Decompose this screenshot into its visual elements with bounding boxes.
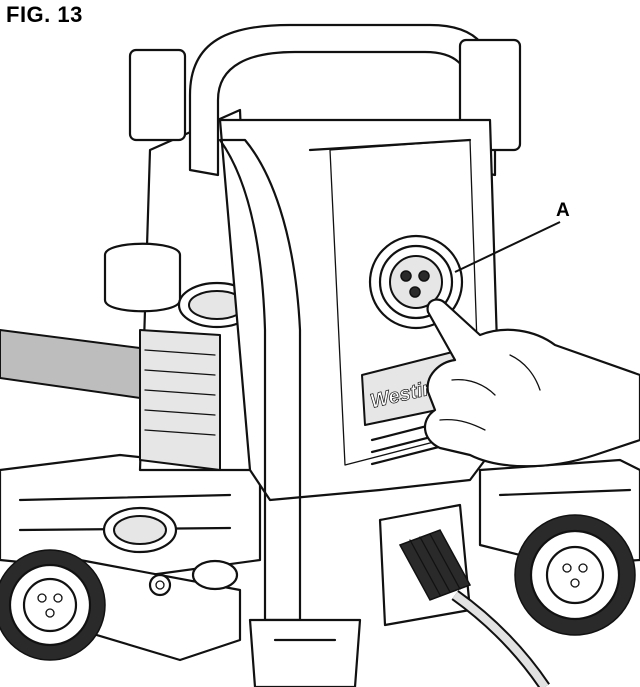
right-wheel: [514, 514, 636, 636]
top-handle: [128, 23, 522, 177]
hose-outlet: [378, 503, 550, 687]
callout-label-a: A: [556, 200, 570, 221]
callout-a-leader: [454, 221, 561, 273]
left-wheel: [0, 549, 106, 661]
figure-title: FIG. 13: [6, 2, 83, 27]
hand-icon: [424, 298, 640, 468]
tool-holder: [78, 506, 242, 662]
hose-left: [0, 328, 141, 400]
front-foot: [248, 618, 362, 687]
